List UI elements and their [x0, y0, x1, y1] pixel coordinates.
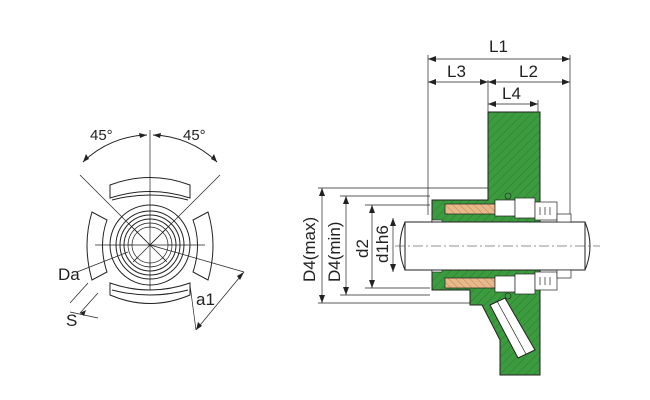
front-view: 45° 45° Da S a1 — [58, 127, 245, 331]
da-label: Da — [58, 265, 80, 284]
s-dimension — [69, 282, 99, 319]
drain-port — [489, 297, 536, 359]
d4max-label: D4(max) — [300, 217, 319, 282]
a1-dimension — [149, 244, 245, 331]
d-dimensions — [318, 187, 500, 304]
l2-label: L2 — [519, 62, 538, 81]
d2-label: d2 — [353, 239, 372, 258]
angle-right-label: 45° — [183, 127, 206, 144]
shaft — [395, 221, 600, 271]
a1-label: a1 — [196, 290, 215, 309]
sleeve-details — [539, 207, 551, 285]
d1h6-label: d1h6 — [373, 225, 392, 263]
l1-label: L1 — [489, 37, 508, 56]
l4-label: L4 — [502, 84, 521, 103]
da-leader — [76, 251, 129, 273]
s-label: S — [66, 311, 77, 330]
center-lines — [79, 130, 221, 290]
d4min-label: D4(min) — [325, 222, 344, 282]
seal-faces — [444, 192, 572, 300]
angle-arcs — [82, 133, 218, 163]
l3-label: L3 — [447, 62, 466, 81]
angle-left-label: 45° — [90, 127, 113, 144]
section-view: L1 L3 L2 L4 D4(max) D4(min) d2 — [300, 37, 600, 376]
